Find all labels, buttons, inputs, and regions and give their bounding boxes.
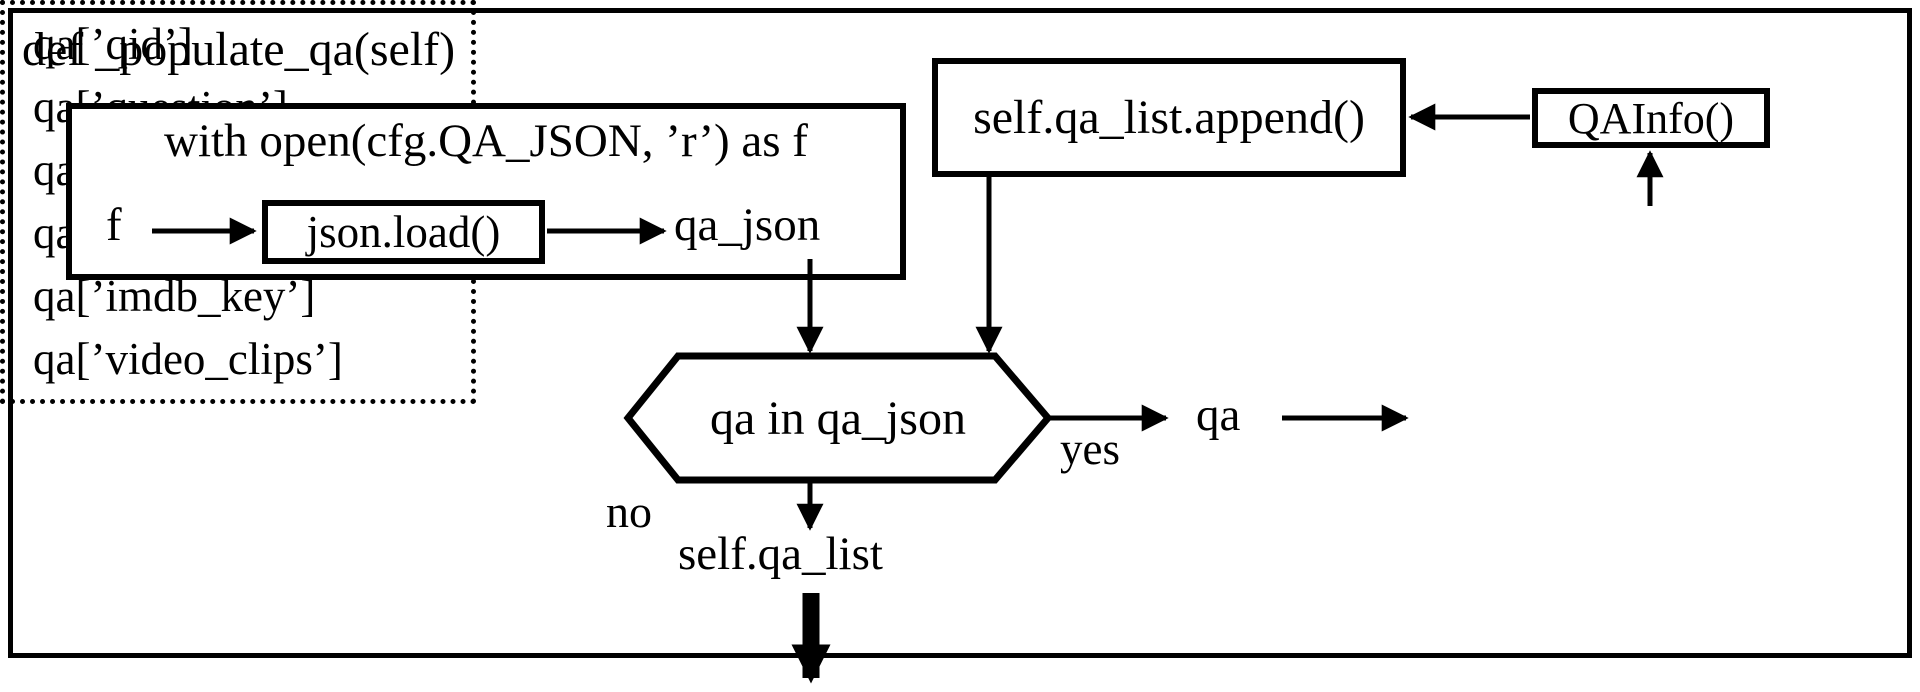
- append-label: self.qa_list.append(): [973, 91, 1365, 144]
- append-box: self.qa_list.append(): [932, 58, 1406, 177]
- json-load-label: json.load(): [306, 207, 501, 257]
- with-open-header: with open(cfg.QA_JSON, ’r’) as f: [164, 115, 808, 167]
- qa-json-var-label: qa_json: [674, 199, 821, 251]
- loop-condition-label: qa in qa_json: [710, 392, 966, 445]
- qa-field-item: qa[’video_clips’]: [33, 334, 343, 384]
- file-var-label: f: [106, 199, 122, 251]
- qa-item-label: qa: [1196, 389, 1241, 441]
- qa-field-item: qa[’qid’]: [33, 19, 193, 69]
- no-branch-label: no: [606, 486, 652, 537]
- qainfo-box: QAInfo(): [1532, 88, 1770, 148]
- json-load-box: json.load(): [262, 200, 545, 264]
- qa-list-output-label: self.qa_list: [678, 528, 883, 580]
- qainfo-label: QAInfo(): [1567, 93, 1735, 143]
- yes-branch-label: yes: [1060, 424, 1120, 474]
- function-def-label: def _populate_qa(self): [22, 23, 456, 76]
- function-frame: [8, 8, 1912, 658]
